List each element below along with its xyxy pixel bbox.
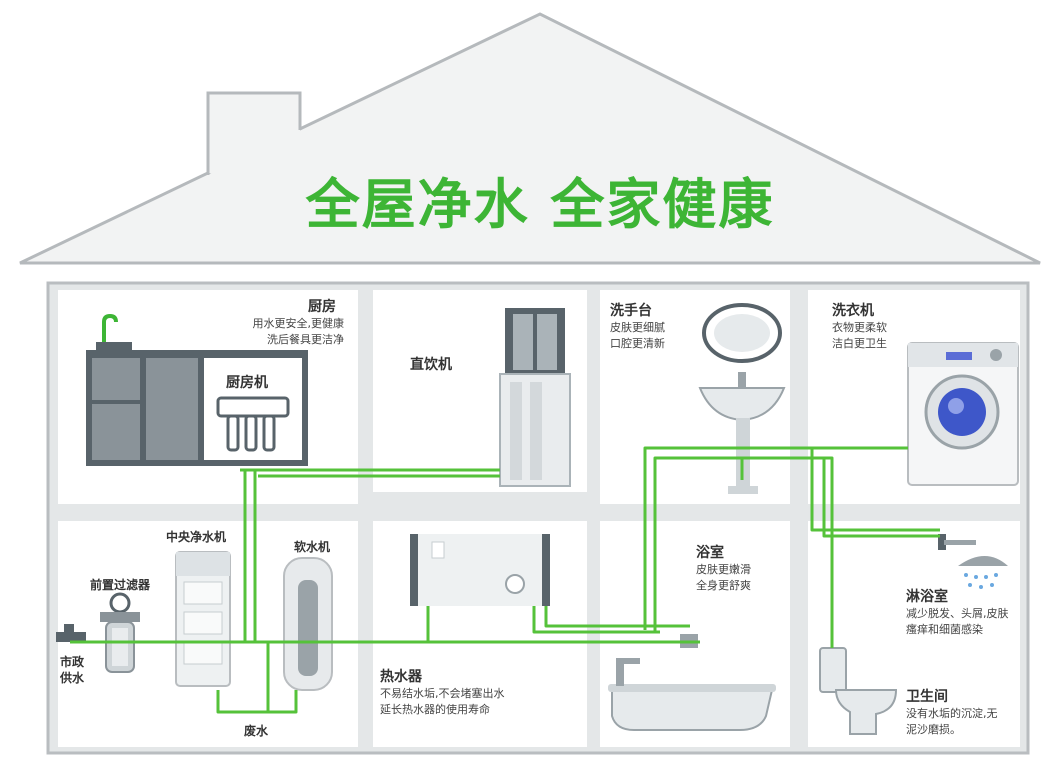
desc-water-heater: 不易结水垢,不会堵塞出水 延长热水器的使用寿命 [380, 687, 505, 716]
label-bathroom: 浴室 [696, 545, 724, 561]
label-toilet: 卫生间 [906, 689, 948, 705]
page-title: 全屋净水 全家健康 [305, 173, 775, 236]
kitchen-cabinet [86, 313, 308, 466]
central-purifier [175, 551, 231, 687]
label-kitchen: 厨房 [308, 299, 336, 315]
pre-filter [100, 592, 140, 673]
label-municipal-supply: 市政 供水 [60, 655, 85, 685]
label-shower: 淋浴室 [906, 589, 948, 605]
label-washer: 洗衣机 [832, 303, 874, 319]
desc-toilet: 没有水垢的沉淀,无 泥沙磨损。 [906, 707, 998, 736]
label-dispenser: 直饮机 [410, 357, 452, 373]
label-kitchen-purifier: 厨房机 [226, 375, 268, 391]
label-central-purifier: 中央净水机 [166, 530, 227, 544]
bathtub [608, 634, 776, 731]
water-heater [410, 534, 550, 606]
label-washbasin: 洗手台 [610, 303, 652, 319]
shower-head [938, 534, 1008, 589]
toilet [819, 647, 898, 735]
desc-shower: 减少脱发、头屑,皮肤 瘙痒和细菌感染 [906, 607, 1009, 636]
desc-washer: 衣物更柔软 洁白更卫生 [832, 321, 887, 350]
water-pipes [70, 446, 940, 714]
washing-machine [907, 342, 1019, 486]
water-dispenser [499, 308, 571, 487]
label-prefilter: 前置过滤器 [90, 578, 151, 592]
water-softener [283, 557, 333, 691]
washbasin [698, 303, 786, 494]
chimney [208, 93, 300, 173]
desc-bathroom: 皮肤更嫩滑 全身更舒爽 [696, 563, 751, 592]
label-wastewater: 废水 [244, 724, 269, 738]
desc-kitchen: 用水更安全,更健康 洗后餐具更洁净 [252, 317, 345, 346]
label-softener: 软水机 [294, 540, 331, 554]
municipal-tap [56, 624, 86, 642]
desc-washbasin: 皮肤更细腻 口腔更清新 [610, 321, 665, 350]
label-water-heater: 热水器 [380, 669, 422, 685]
